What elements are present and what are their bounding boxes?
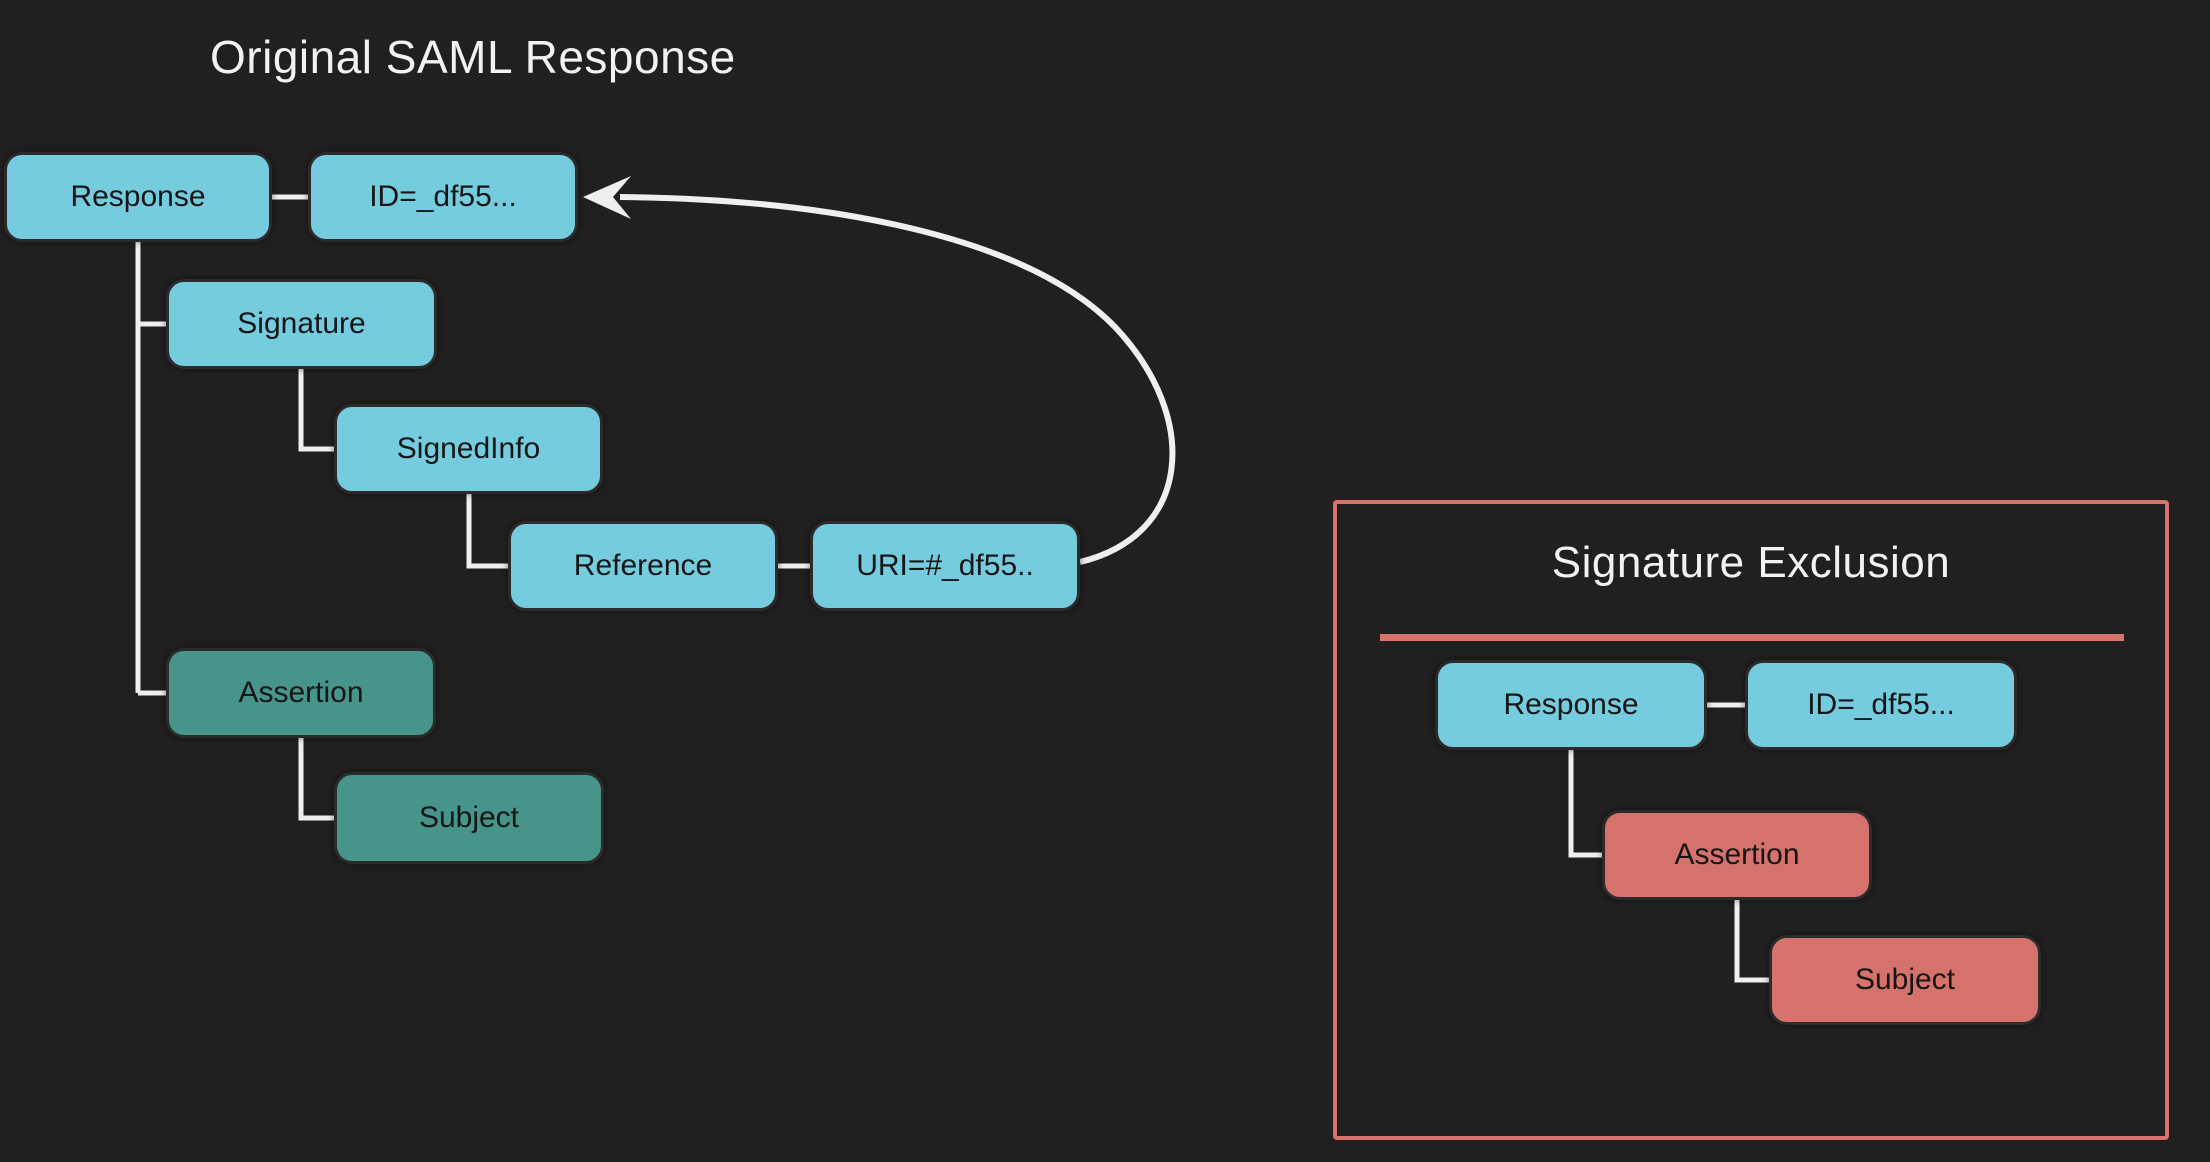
panel-node-response: Response — [1435, 660, 1707, 750]
connector-assertion-subject — [298, 738, 334, 821]
node-assertion: Assertion — [166, 648, 436, 738]
panel-node-subject: Subject — [1769, 935, 2041, 1025]
connector-signedinfo-reference — [466, 494, 508, 569]
panel-node-assertion: Assertion — [1602, 810, 1872, 900]
panel-title: Signature Exclusion — [1551, 538, 1951, 587]
left-diagram-title: Original SAML Response — [210, 31, 736, 83]
panel-node-id-attribute: ID=_df55... — [1745, 660, 2017, 750]
node-signedinfo: SignedInfo — [334, 404, 603, 494]
node-signature: Signature — [166, 279, 437, 369]
node-uri-attribute: URI=#_df55.. — [810, 521, 1080, 611]
connector-signature-signedinfo — [298, 369, 334, 452]
uri-to-id-reference-curve — [619, 194, 1176, 565]
node-response: Response — [4, 152, 272, 242]
node-id-attribute: ID=_df55... — [308, 152, 578, 242]
node-reference: Reference — [508, 521, 778, 611]
reference-arrowhead-icon — [583, 176, 631, 219]
node-subject: Subject — [334, 772, 604, 864]
panel-title-underline — [1380, 634, 2124, 641]
signature-exclusion-panel: Signature Exclusion — [1333, 500, 2169, 1140]
